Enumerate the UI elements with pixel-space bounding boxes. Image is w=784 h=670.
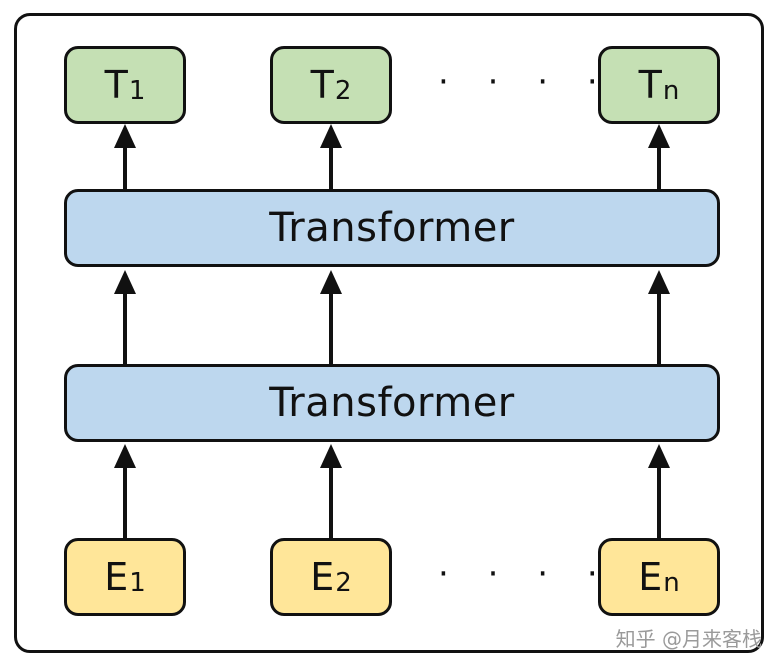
arrow-line-mid-n (657, 290, 661, 366)
input-embedding-1-base: E (104, 555, 129, 599)
input-embedding-2-base: E (310, 555, 335, 599)
input-ellipsis: · · · · (438, 554, 612, 594)
output-token-1-base: T (104, 63, 128, 107)
input-embedding-2-sub: 2 (335, 568, 352, 598)
output-token-n-sub: n (662, 76, 680, 106)
output-ellipsis: · · · · (438, 62, 612, 102)
input-embedding-n-base: E (638, 555, 663, 599)
transformer-layer-upper-label: Transformer (269, 205, 515, 251)
output-token-n-base: T (638, 63, 662, 107)
arrow-line-top-2 (329, 140, 333, 190)
arrow-head-top-n (648, 124, 670, 148)
transformer-layer-lower-label: Transformer (269, 380, 515, 426)
transformer-layer-upper: Transformer (64, 189, 720, 267)
input-embedding-1-sub: 1 (129, 568, 146, 598)
arrow-head-bottom-2 (320, 444, 342, 468)
arrow-line-mid-2 (329, 290, 333, 366)
arrow-head-mid-2 (320, 270, 342, 294)
arrow-line-bottom-2 (329, 464, 333, 540)
output-token-2-base: T (310, 63, 334, 107)
arrow-head-bottom-n (648, 444, 670, 468)
arrow-head-mid-1 (114, 270, 136, 294)
arrow-line-bottom-1 (123, 464, 127, 540)
output-token-2-sub: 2 (334, 76, 352, 106)
watermark-text: 知乎 @月来客栈 (615, 627, 762, 651)
input-embedding-n-sub: n (663, 568, 680, 598)
arrow-line-top-1 (123, 140, 127, 190)
arrow-line-mid-1 (123, 290, 127, 366)
outer-frame (14, 13, 764, 653)
arrow-line-top-n (657, 140, 661, 190)
arrow-head-bottom-1 (114, 444, 136, 468)
arrow-head-top-1 (114, 124, 136, 148)
transformer-layer-lower: Transformer (64, 364, 720, 442)
arrow-head-top-2 (320, 124, 342, 148)
output-token-1-sub: 1 (128, 76, 146, 106)
arrow-head-mid-n (648, 270, 670, 294)
arrow-line-bottom-n (657, 464, 661, 540)
